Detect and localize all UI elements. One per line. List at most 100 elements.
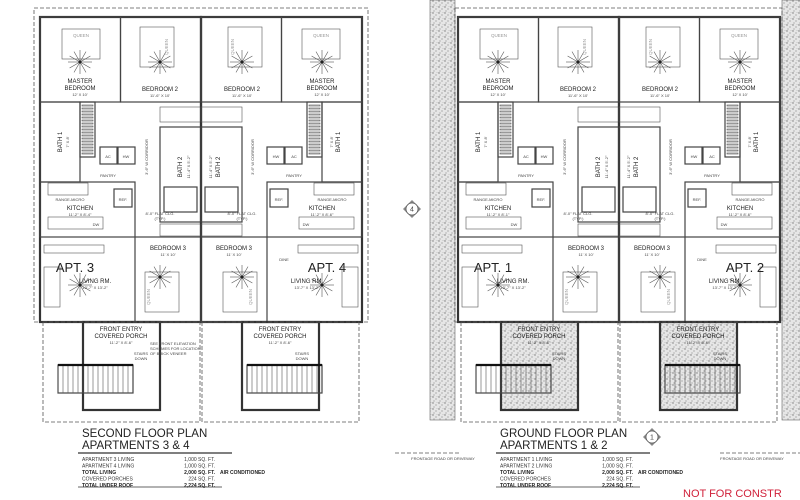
room-dimension: 11' X 10' [578, 252, 593, 257]
closet-shelf [81, 104, 94, 107]
fan-blade [69, 61, 81, 69]
frontage-label: FRONTAGE ROAD OR DRIVEWAY [720, 456, 784, 461]
closet-shelf [81, 131, 94, 134]
closet-shelf [499, 116, 512, 119]
room-label: MASTER [67, 79, 93, 85]
fan-blade [577, 61, 589, 69]
roof-line [619, 321, 778, 423]
room-dimension: 11'-2" X 8'-4" [69, 212, 92, 217]
corridor-label: 3'-6" W CORRIDOR [250, 139, 255, 175]
refrigerator [531, 188, 551, 208]
fan-blade [159, 270, 171, 278]
fan-blade [311, 284, 323, 292]
bed-label: QUEEN [248, 289, 253, 305]
fan-blade [79, 274, 87, 286]
bed-label: QUEEN [582, 39, 587, 55]
stairs [664, 363, 741, 394]
closet-shelf [308, 134, 321, 137]
fan-blade [159, 276, 167, 288]
area-row-label: APARTMENT 2 LIVING [500, 464, 552, 470]
room-label: BEDROOM 3 [634, 246, 671, 252]
fan-blade [69, 284, 81, 292]
closet-shelf [81, 119, 94, 122]
linen-closet [618, 223, 661, 237]
fan-blade [311, 55, 323, 63]
closet [306, 101, 323, 158]
closet-shelf [726, 122, 739, 125]
bed-label: QUEEN [666, 289, 671, 305]
fan-blade [567, 276, 579, 284]
room-label: LIVING RM. [79, 279, 112, 285]
area-row-value: 1,000 SQ. FT. [602, 457, 633, 463]
area-row-value: 224 SQ. FT. [606, 477, 633, 483]
room-label: BATH 2 [634, 156, 640, 177]
fan-blade [497, 284, 505, 296]
room-dimension: 13'-7" X 13'-2" [500, 285, 526, 290]
closet-shelf [308, 125, 321, 128]
refrigerator [113, 188, 133, 208]
fan-blade [79, 51, 87, 63]
counter [731, 182, 773, 196]
room-label: LIVING RM. [291, 279, 324, 285]
fan-blade [149, 270, 161, 278]
fan-blade [653, 266, 661, 278]
apartment-label: APT. 3 [56, 260, 94, 275]
fan-blade [159, 51, 167, 63]
ceiling-fan-icon [68, 50, 92, 74]
fan-blade [487, 55, 499, 63]
ceiling-fan-icon [68, 273, 92, 297]
closet-shelf [499, 134, 512, 137]
fan-blade [231, 61, 243, 69]
ceiling-fan-icon [486, 50, 510, 74]
dine-label: DINE [279, 257, 289, 262]
closet-shelf [499, 137, 512, 140]
bathtub [204, 186, 239, 213]
queen-bed [719, 28, 759, 60]
room-dimension: 7' X 8' [329, 136, 334, 147]
room-label: BEDROOM 2 [560, 87, 597, 93]
closet-shelf [81, 116, 94, 119]
bar-stools [297, 244, 359, 254]
fan-blade [577, 55, 589, 63]
ref-label: REF. [537, 197, 546, 202]
ac-unit [517, 146, 536, 165]
section-marker-icon [643, 428, 661, 446]
pantry-label: PANTRY [286, 173, 302, 178]
room-label: BEDROOM 3 [568, 246, 605, 252]
room-label: BATH 2 [216, 156, 222, 177]
fan-blade [321, 61, 329, 73]
fan-blade [729, 284, 741, 292]
room-dimension: 11'-2" X 8'-1" [487, 212, 510, 217]
fan-blade [153, 266, 161, 278]
room-label: BEDROOM [482, 86, 513, 92]
fan-blade [567, 55, 579, 63]
dine-label: DINE [697, 257, 707, 262]
linen-closet [200, 223, 243, 237]
fan-blade [491, 61, 499, 73]
room-label: BATH 1 [58, 131, 64, 152]
apartment-label: APT. 4 [308, 260, 346, 275]
room-label: KITCHEN [485, 206, 511, 212]
bar-stools [43, 244, 105, 254]
ceiling-fan-icon [310, 273, 334, 297]
stairs [57, 363, 134, 394]
room-label: BATH 2 [178, 156, 184, 177]
fan-blade [733, 274, 741, 286]
fan-blade [739, 55, 751, 63]
fan-blade [571, 51, 579, 63]
queen-bed [61, 28, 101, 60]
closet-shelf [81, 113, 94, 116]
closet-shelf [499, 119, 512, 122]
room-label: BATH 1 [336, 131, 342, 152]
ac-unit [99, 146, 118, 165]
closet-shelf [308, 113, 321, 116]
fan-blade [311, 61, 323, 69]
ceiling-fan-icon [648, 50, 672, 74]
range-label: RANGE-MICRO [736, 197, 765, 202]
bed-label: QUEEN [313, 33, 329, 38]
fan-blade [577, 266, 585, 278]
kitchen [39, 181, 136, 238]
fan-hub [576, 60, 580, 64]
closet-shelf [499, 149, 512, 152]
fan-blade [497, 61, 509, 69]
